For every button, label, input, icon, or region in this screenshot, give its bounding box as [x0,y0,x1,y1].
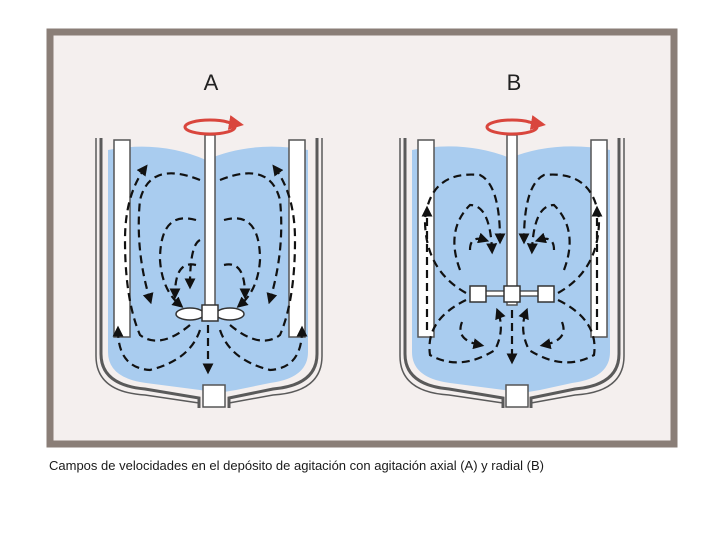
tank-wall-b [403,138,621,408]
baffle-right-b [590,139,608,338]
tank-a: A [95,70,323,408]
radial-impeller [469,285,555,303]
outlet-b [505,384,529,408]
outlet-a [202,384,226,408]
rotation-arrow-b [485,115,546,136]
tank-b: B [399,70,625,408]
tank-wall-a [99,138,319,408]
baffle-right-a [288,139,306,338]
panel-label-a: A [204,70,219,95]
flow-arrows-b [421,173,603,365]
flow-arrows-a [112,164,308,375]
figure-caption: Campos de velocidades en el depósito de … [49,458,545,473]
axial-impeller [175,304,245,322]
shaft-a [204,134,216,321]
rotation-arrow-a [183,115,244,136]
baffle-left-a [113,139,131,338]
shaft-b [506,134,518,306]
panel-label-b: B [507,70,522,95]
